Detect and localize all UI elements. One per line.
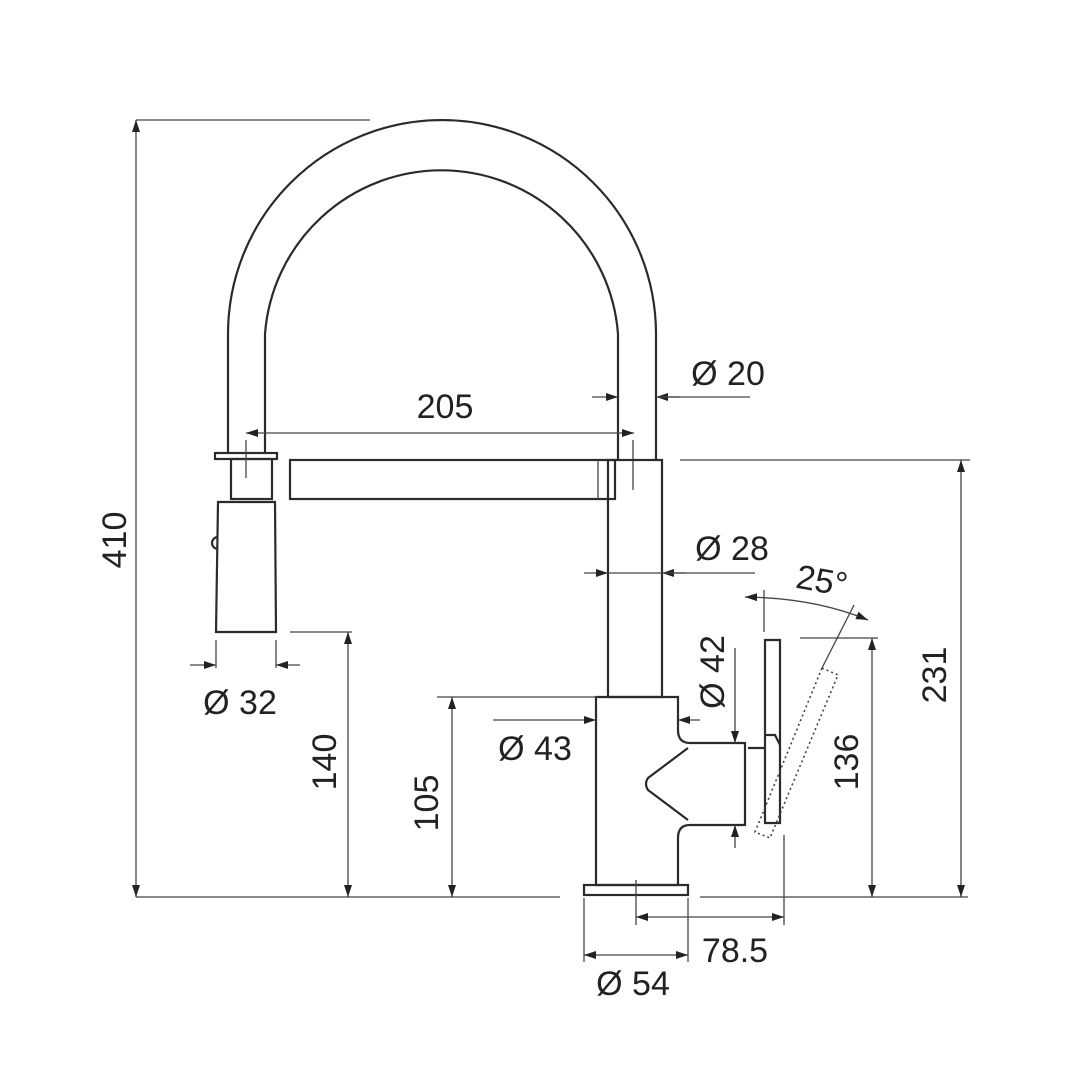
- label-78-5: 78.5: [702, 932, 768, 970]
- spray-head: [214, 500, 278, 634]
- horizontal-arm: [288, 458, 617, 501]
- label-410: 410: [96, 512, 134, 569]
- label-140: 140: [306, 734, 344, 791]
- label-136: 136: [828, 734, 866, 791]
- dimension-labels: 410 205 Ø 20 Ø 28 Ø 42 Ø 43 Ø 32 Ø 54 23…: [96, 355, 954, 1003]
- spout-inner: [263, 169, 620, 460]
- lever-handle: [748, 638, 782, 825]
- label-d42: Ø 42: [694, 635, 732, 709]
- spray-button: [210, 535, 219, 551]
- label-25-deg: 25°: [793, 558, 850, 604]
- lever-hub: [644, 747, 689, 821]
- label-d54: Ø 54: [596, 965, 670, 1003]
- label-d32: Ø 32: [203, 684, 277, 722]
- label-231: 231: [916, 647, 954, 704]
- body: [594, 695, 747, 887]
- spout-outer: [226, 118, 658, 460]
- dimension-lines: [132, 119, 970, 962]
- label-d28: Ø 28: [695, 530, 769, 568]
- faucet-outline: [210, 118, 840, 897]
- lever-tilted: [753, 666, 840, 840]
- label-d43: Ø 43: [498, 730, 572, 768]
- label-105: 105: [408, 775, 446, 832]
- label-205: 205: [417, 388, 474, 426]
- label-d20: Ø 20: [691, 355, 765, 393]
- hose-connector: [229, 457, 274, 501]
